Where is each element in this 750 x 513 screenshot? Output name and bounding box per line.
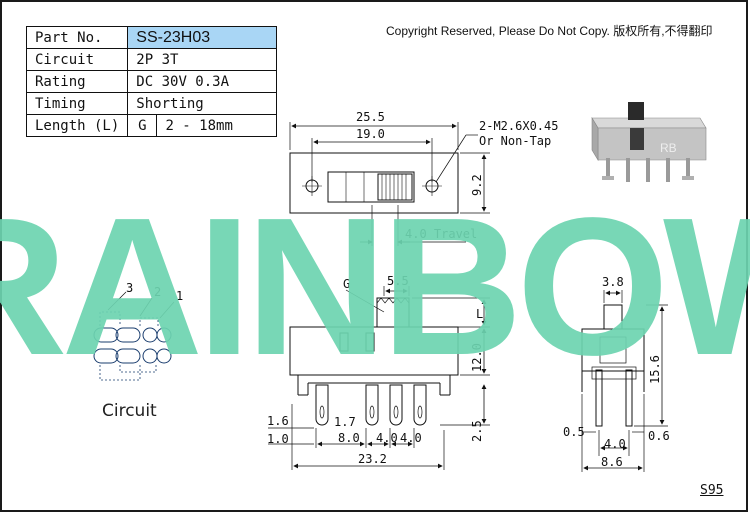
front-pin-3 [389, 384, 403, 426]
dim-pitch-c: 4.0 [400, 431, 422, 445]
timing-label: Timing [25, 92, 129, 115]
rainbow-watermark: RAINBOW [0, 177, 750, 396]
circuit-caption: Circuit [102, 401, 157, 421]
circuit-pin-3: 3 [126, 281, 133, 295]
screw-note-1: 2-M2.6X0.45 [479, 119, 558, 133]
dim-side-left: 0.5 [563, 425, 585, 439]
rating-label: Rating [25, 70, 129, 93]
circuit-pin-1: 1 [176, 289, 183, 303]
dim-knob-width: 3.8 [602, 275, 624, 289]
length-code: G [127, 114, 158, 137]
spec-row-timing: Timing Shorting [25, 92, 278, 115]
dim-width-outer: 25.5 [356, 110, 385, 124]
circuit-contact-a1 [93, 327, 119, 343]
circuit-contact-b4 [156, 348, 172, 364]
dim-pitch-b: 4.0 [376, 431, 398, 445]
dim-pin-offset: 1.6 [267, 414, 289, 428]
dim-side-overall: 8.6 [601, 455, 623, 469]
dim-g: 5.5 [387, 274, 409, 288]
rating-value: DC 30V 0.3A [127, 70, 278, 93]
top-view-body [289, 152, 459, 214]
circuit-diagram [93, 291, 175, 381]
circuit-contact-b2 [115, 348, 141, 364]
dim-width-inner: 19.0 [356, 127, 385, 141]
l-label: L [476, 307, 483, 321]
front-view [268, 286, 490, 470]
front-window-left [339, 332, 349, 352]
g-label: G [343, 277, 350, 291]
length-value: 2 - 18mm [156, 114, 278, 137]
dim-pitch-a: 8.0 [338, 431, 360, 445]
dim-pin-length: 2.5 [470, 420, 484, 442]
spec-row-rating: Rating DC 30V 0.3A [25, 70, 278, 93]
dim-height: 9.2 [470, 174, 484, 196]
dim-side-height: 15.6 [648, 355, 662, 384]
slider-slot [327, 171, 415, 203]
front-pin-1 [315, 384, 329, 426]
front-pin-2 [365, 384, 379, 426]
spec-row-circuit: Circuit 2P 3T [25, 48, 278, 71]
travel-note: 4.0 Travel [405, 227, 477, 241]
screw-note-2: Or Non-Tap [479, 134, 551, 148]
dim-pin-width: 1.0 [267, 432, 289, 446]
page-code: S95 [700, 483, 724, 498]
front-window-right [365, 332, 375, 352]
circuit-contact-b1 [93, 348, 119, 364]
slider-knob [377, 173, 413, 201]
dim-overall: 23.2 [358, 452, 387, 466]
dim-pin-thick: 1.7 [334, 415, 356, 429]
side-pin-left [595, 369, 603, 427]
spec-row-length: Length (L) G 2 - 18mm [25, 114, 278, 137]
circuit-contact-a4 [156, 327, 172, 343]
copyright-notice: Copyright Reserved, Please Do Not Copy. … [386, 24, 713, 38]
circuit-value: 2P 3T [127, 48, 278, 71]
front-pin-4 [413, 384, 427, 426]
dim-side-pitch: 4.0 [604, 437, 626, 451]
dim-body-height: 12.0 [470, 343, 484, 372]
dim-side-right: 0.6 [648, 429, 670, 443]
front-knob [376, 297, 410, 328]
product-photo: RB [591, 102, 707, 182]
top-view [289, 122, 490, 246]
circuit-contact-a2 [115, 327, 141, 343]
side-pin-right [625, 369, 633, 427]
product-photo-mark: RB [660, 141, 677, 155]
circuit-pin-2: 2 [154, 285, 161, 299]
front-body [289, 326, 459, 376]
spec-row-part-no: Part No. SS-23H03 [25, 26, 278, 49]
spec-table: Part No. SS-23H03 Circuit 2P 3T Rating D… [25, 26, 278, 137]
side-body [581, 328, 645, 372]
side-view [581, 290, 668, 472]
